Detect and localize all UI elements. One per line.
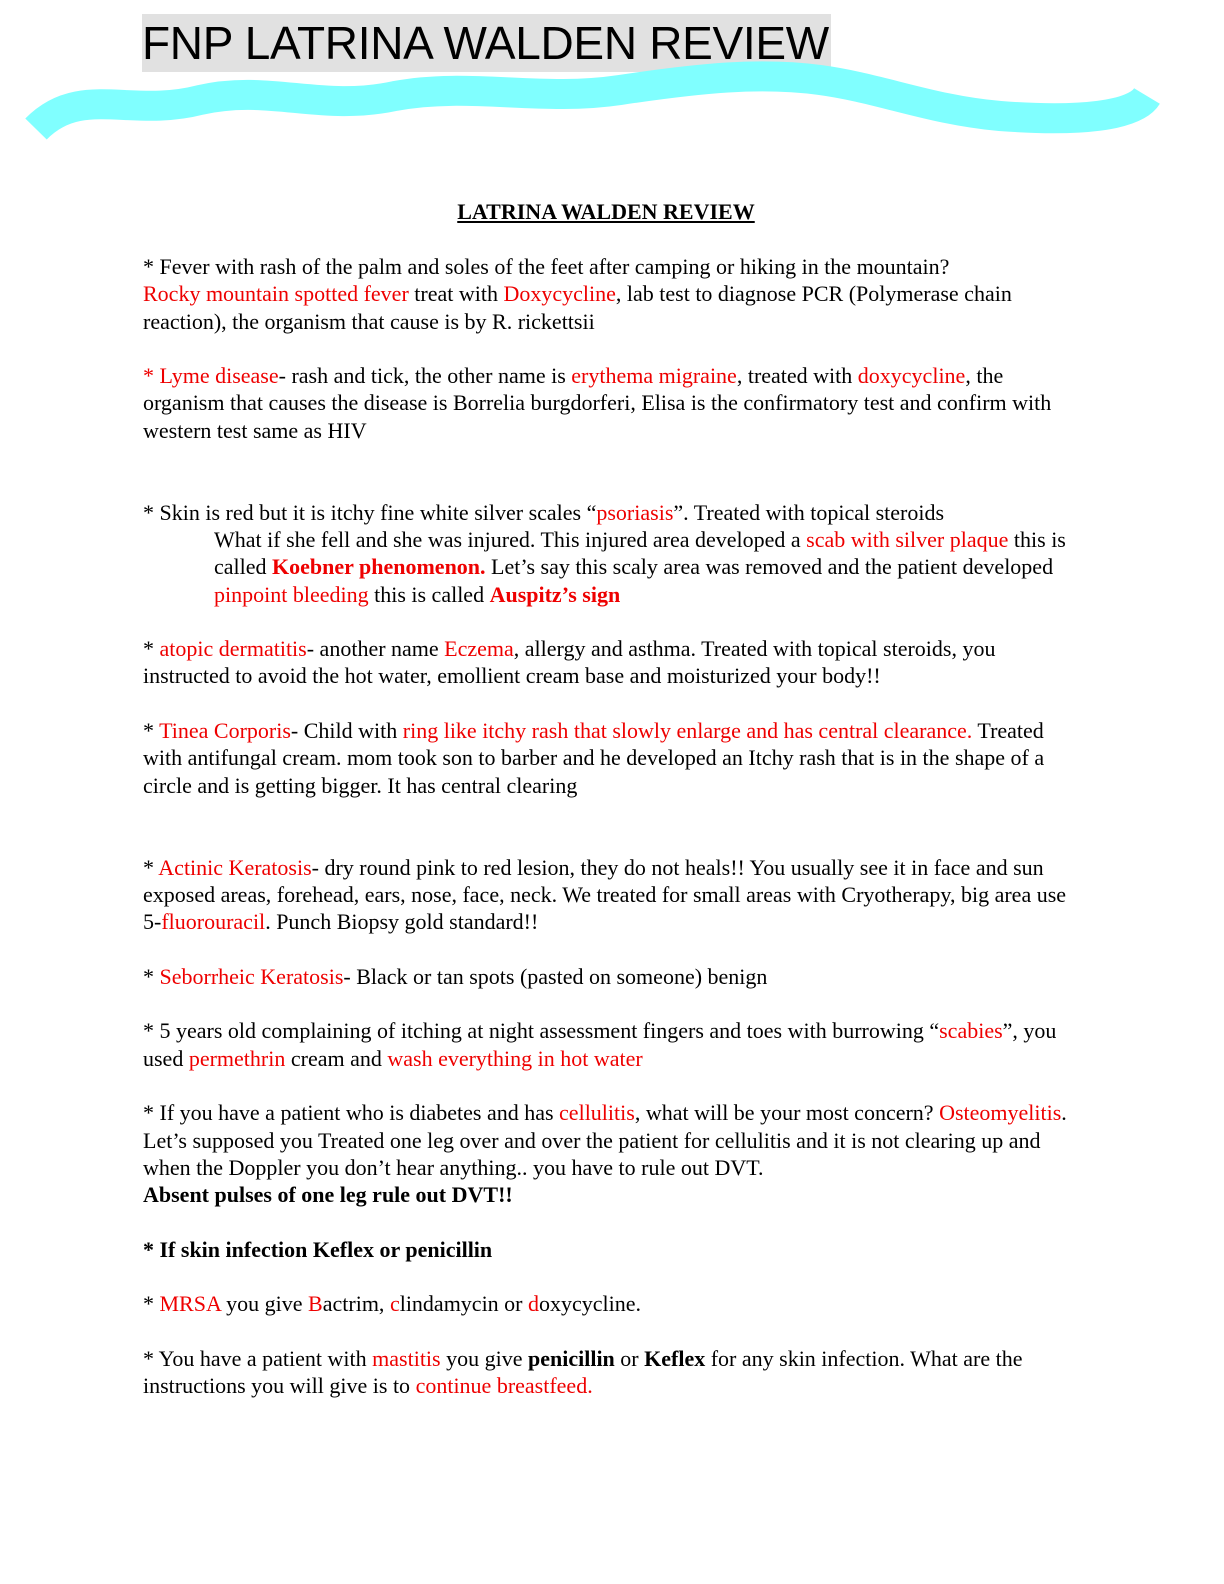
term-scab-with-silver-plaque: scab with silver plaque	[806, 526, 1009, 552]
paragraph-skin-infection: * If skin infection Keflex or penicillin	[143, 1236, 1078, 1263]
emphasis-keflex: Keflex	[644, 1345, 706, 1371]
text: you give	[220, 1291, 309, 1317]
text: *	[143, 1291, 160, 1317]
initial-c: c	[389, 1291, 400, 1317]
term-scabies: scabies	[939, 1018, 1003, 1044]
term-mrsa: MRSA	[159, 1291, 221, 1317]
paragraph-rocky-mountain: * Fever with rash of the palm and soles …	[143, 253, 1078, 335]
text: - Child with	[290, 718, 403, 744]
wave-stroke	[25, 61, 1160, 141]
paragraph-tinea-corporis: * Tinea Corporis- Child with ring like i…	[143, 717, 1078, 799]
term-cellulitis: cellulitis	[559, 1100, 635, 1126]
term-auspitz-sign: Auspitz’s sign	[489, 581, 621, 607]
text: * Fever with rash of the palm and soles …	[143, 254, 950, 279]
text: this is called	[214, 526, 1066, 580]
text: * Skin is red but it is itchy fine white…	[143, 499, 597, 525]
text: , lab test to diagnose PCR (Polymerase c…	[143, 281, 1012, 334]
text: actrim,	[322, 1291, 390, 1317]
text: , what will be your most concern?	[634, 1100, 940, 1126]
text: - dry round pink to red lesion, they do …	[143, 854, 1067, 935]
term-pinpoint-bleeding: pinpoint bleeding	[214, 581, 369, 607]
text: * 5 years old complaining of itching at …	[143, 1018, 940, 1044]
paragraph-seborrheic-keratosis: * Seborrheic Keratosis- Black or tan spo…	[143, 963, 1078, 990]
text: ”. Treated with topical steroids	[673, 499, 945, 525]
text: ”, you used	[143, 1018, 1057, 1071]
indented-block: What if she fell and she was injured. Th…	[143, 526, 1078, 608]
text: , the organism that causes the disease i…	[143, 363, 1052, 443]
document-title: LATRINA WALDEN REVIEW	[457, 199, 755, 224]
text: , treated with	[736, 363, 858, 389]
term-permethrin: permethrin	[188, 1045, 286, 1071]
term-ring-like-rash: ring like itchy rash that slowly enlarge…	[402, 718, 973, 744]
text: - rash and tick, the other name is	[278, 363, 572, 389]
text: . Let’s supposed you Treated one leg ove…	[143, 1100, 1067, 1180]
text: *	[143, 963, 160, 989]
term-erythema-migraine: erythema migraine	[571, 363, 737, 389]
term-actinic-keratosis: Actinic Keratosis	[158, 854, 312, 880]
term-eczema: Eczema	[444, 636, 514, 662]
paragraph-actinic-keratosis: * Actinic Keratosis- dry round pink to r…	[143, 854, 1078, 936]
term-fluorouracil: fluorouracil	[161, 909, 266, 935]
decorative-wave	[25, 61, 1160, 141]
text: Let’s say this scaly area was removed an…	[485, 554, 1054, 580]
emphasis-skin-infection: * If skin infection Keflex or penicillin	[143, 1236, 493, 1262]
paragraph-mrsa: * MRSA you give Bactrim, clindamycin or …	[143, 1290, 1078, 1317]
header-title: FNP LATRINA WALDEN REVIEW	[142, 14, 831, 72]
paragraph-atopic-dermatitis: * atopic dermatitis- another name Eczema…	[143, 635, 1078, 690]
document-body: * Fever with rash of the palm and soles …	[143, 253, 1078, 1427]
term-rocky-mountain-spotted-fever: Rocky mountain spotted fever	[143, 281, 409, 307]
text: for any skin infection. What are the ins…	[143, 1345, 1023, 1399]
text: * If you have a patient who is diabetes …	[143, 1100, 560, 1126]
paragraph-cellulitis: * If you have a patient who is diabetes …	[143, 1099, 1078, 1208]
paragraph-lyme-disease: * Lyme disease- rash and tick, the other…	[143, 362, 1078, 444]
text: , allergy and asthma. Treated with topic…	[143, 636, 996, 689]
text: *	[143, 636, 160, 662]
paragraph-psoriasis: * Skin is red but it is itchy fine white…	[143, 499, 1078, 608]
text: *	[143, 854, 159, 880]
text: treat with	[408, 281, 504, 307]
text: this is called	[368, 581, 490, 607]
term-doxycycline: Doxycycline	[503, 281, 616, 307]
emphasis-penicillin: penicillin	[528, 1345, 615, 1371]
term-osteomyelitis: Osteomyelitis	[939, 1100, 1062, 1126]
term-lyme-disease: * Lyme disease	[143, 363, 279, 389]
term-atopic-dermatitis: atopic dermatitis	[159, 636, 307, 662]
initial-b: B	[308, 1291, 323, 1317]
text: cream and	[285, 1045, 388, 1071]
text: lindamycin or	[399, 1291, 529, 1317]
paragraph-scabies: * 5 years old complaining of itching at …	[143, 1017, 1078, 1072]
term-wash-hot-water: wash everything in hot water	[387, 1045, 643, 1071]
term-seborrheic-keratosis: Seborrheic Keratosis	[159, 963, 344, 989]
term-mastitis: mastitis	[372, 1345, 441, 1371]
term-continue-breastfeed: continue breastfeed.	[415, 1373, 593, 1399]
initial-d: d	[528, 1291, 540, 1317]
term-koebner-phenomenon: Koebner phenomenon.	[272, 554, 486, 580]
text: you give	[440, 1345, 528, 1371]
paragraph-mastitis: * You have a patient with mastitis you g…	[143, 1345, 1078, 1400]
term-doxycycline: doxycycline	[857, 363, 966, 389]
text: What if she fell and she was injured. Th…	[214, 526, 807, 552]
text: *	[143, 718, 160, 744]
text: oxycycline.	[539, 1291, 642, 1317]
text: - another name	[306, 636, 445, 662]
emphasis-absent-pulses: Absent pulses of one leg rule out DVT!!	[143, 1182, 513, 1208]
term-psoriasis: psoriasis	[596, 499, 674, 525]
text: . Punch Biopsy gold standard!!	[265, 909, 539, 935]
text: - Black or tan spots (pasted on someone)…	[343, 963, 768, 989]
text: or	[614, 1345, 645, 1371]
text: Treated with antifungal cream. mom took …	[143, 718, 1045, 798]
text: * You have a patient with	[143, 1345, 373, 1371]
term-tinea-corporis: Tinea Corporis	[159, 718, 291, 744]
